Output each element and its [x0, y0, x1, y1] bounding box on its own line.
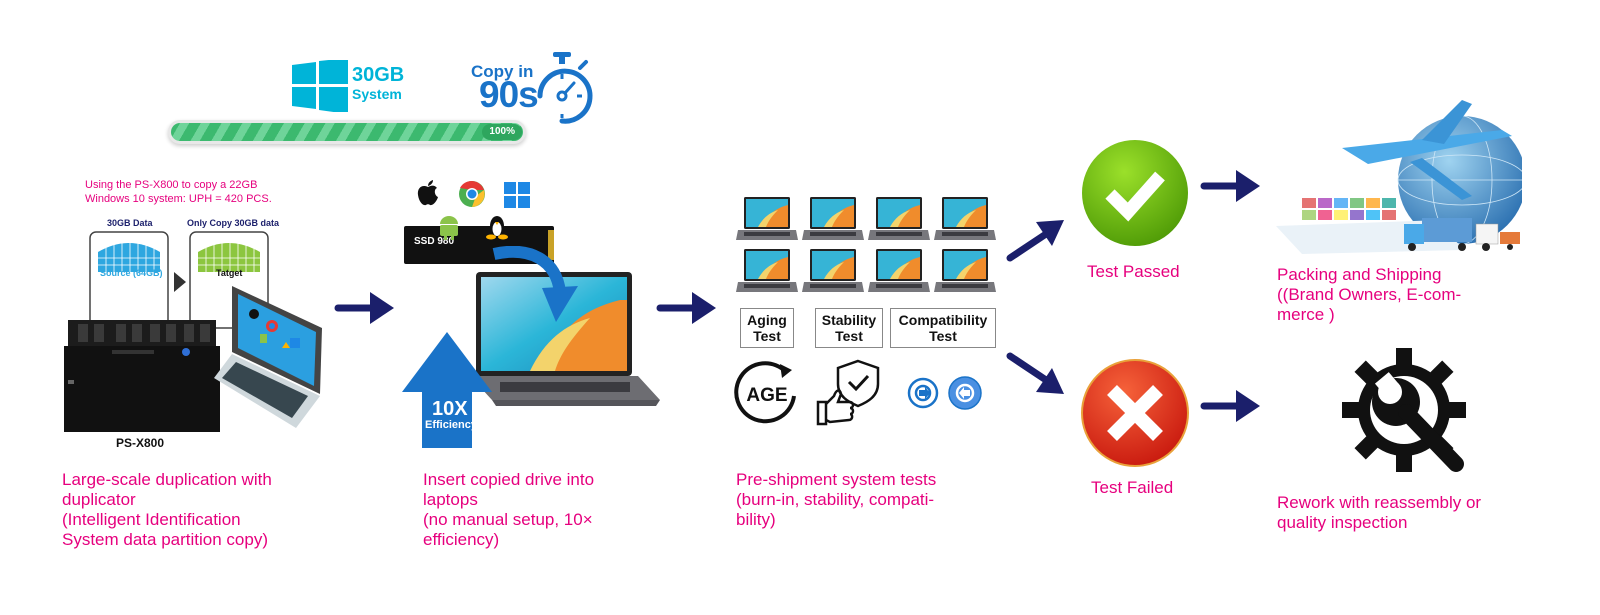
- device-label: PS-X800: [116, 436, 165, 450]
- efficiency-value: 10X: [432, 398, 468, 420]
- test-laptop-icon: [868, 197, 930, 240]
- test-passed-check-icon: [1082, 140, 1188, 246]
- age-test-icon: AGE: [734, 361, 796, 424]
- laptop-icon: [470, 272, 660, 406]
- source-header: 30GB Data: [107, 218, 153, 228]
- arrow-right-icon: [334, 292, 394, 324]
- age-icon-text: AGE: [746, 385, 787, 406]
- test-laptop-icon: [934, 197, 996, 240]
- windows-logo-icon: [292, 60, 348, 112]
- rework-caption: Rework with reassembly or quality inspec…: [1277, 493, 1482, 532]
- duplicator-device-icon: [64, 320, 220, 432]
- test-passed-label: Test Passed: [1087, 262, 1180, 281]
- test-failed-x-icon: [1081, 359, 1189, 467]
- duplicator-note: Using the PS-X800 to copy a 22GB Windows…: [85, 179, 272, 205]
- shipping-logistics-icon: [1276, 100, 1522, 254]
- linux-tux-icon: [486, 216, 508, 240]
- test-laptop-icon: [736, 197, 798, 240]
- progress-fill: [171, 123, 523, 141]
- arrow-down-right-icon: [1006, 352, 1064, 394]
- target-label: Tatget: [216, 268, 243, 278]
- compatibility-test-box: Compatibility Test: [890, 308, 996, 348]
- stability-shield-thumb-icon: [816, 359, 880, 426]
- step2-caption: Insert copied drive into laptops (no man…: [423, 470, 595, 549]
- test-laptop-icon: [736, 249, 798, 292]
- aging-test-box: Aging Test: [740, 308, 794, 348]
- copy-in-label: Copy in: [471, 62, 534, 81]
- progress-bar: 100%: [168, 120, 526, 144]
- laptop-os-icon: [214, 286, 322, 428]
- windows-logo-icon: [504, 182, 530, 208]
- test-laptop-icon: [934, 249, 996, 292]
- compatibility-gears-icon: [907, 376, 982, 410]
- test-failed-label: Test Failed: [1091, 478, 1174, 497]
- target-header: Only Copy 30GB data: [187, 218, 280, 228]
- test-laptop-icon: [802, 249, 864, 292]
- test-laptop-icon: [802, 197, 864, 240]
- ssd-label: SSD 980: [414, 236, 455, 247]
- system-label: System: [352, 86, 402, 102]
- curved-insert-arrow-icon: [492, 246, 578, 322]
- test-laptop-icon: [868, 249, 930, 292]
- stability-test-box: Stability Test: [815, 308, 883, 348]
- efficiency-up-arrow-icon: [402, 332, 492, 448]
- efficiency-label: Efficiency: [425, 419, 477, 431]
- arrow-up-right-icon: [1006, 220, 1064, 262]
- arrow-right-icon: [656, 292, 716, 324]
- chrome-logo-icon: [459, 180, 485, 207]
- shipping-caption: Packing and Shipping ((Brand Owners, E-c…: [1277, 265, 1462, 324]
- arrow-right-icon: [1200, 170, 1260, 202]
- android-logo-icon: [440, 216, 458, 240]
- step1-caption: Large-scale duplication with duplicator …: [62, 470, 272, 549]
- copy-time: 90s: [479, 74, 539, 115]
- step3-caption: Pre-shipment system tests (burn-in, stab…: [736, 470, 937, 529]
- stopwatch-icon: [537, 52, 593, 124]
- progress-label: 100%: [482, 124, 522, 140]
- source-drive-icon: [89, 231, 169, 329]
- apple-logo-icon: [417, 180, 438, 206]
- system-size: 30GB: [352, 64, 405, 86]
- rework-gear-wrench-icon: [1342, 348, 1466, 472]
- play-arrow-icon: [174, 272, 186, 292]
- test-laptop-grid: [736, 196, 1000, 296]
- source-label: Source (64GB): [100, 268, 163, 278]
- arrow-right-icon: [1200, 390, 1260, 422]
